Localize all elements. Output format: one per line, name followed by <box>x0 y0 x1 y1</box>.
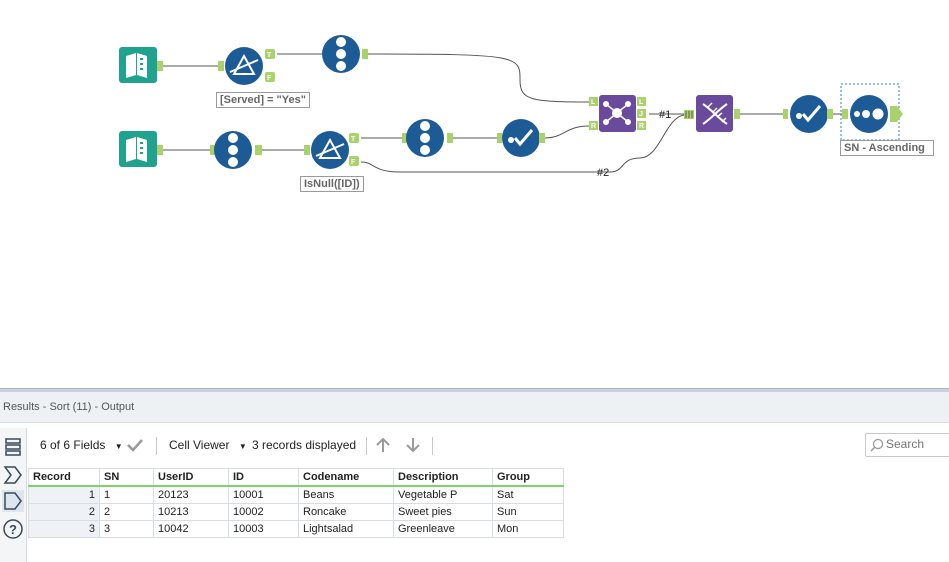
column-header-userid[interactable]: UserID <box>153 468 229 487</box>
anchor-false-2: F <box>351 159 356 166</box>
column-header-codename[interactable]: Codename <box>298 468 394 487</box>
select-tool-1[interactable] <box>497 119 545 157</box>
anchor-true-2: T <box>351 136 356 143</box>
results-header: Results - Sort (11) - Output <box>0 392 949 423</box>
toolbar-divider <box>366 437 367 455</box>
record-id-tool-3[interactable] <box>402 119 453 157</box>
panel-splitter[interactable] <box>0 388 949 392</box>
viewer-selector-label: Cell Viewer <box>169 438 230 452</box>
id-cell[interactable]: 10001 <box>228 485 299 504</box>
results-table: Record SN UserID ID Codename Description… <box>28 468 564 538</box>
output-anchor-icon[interactable] <box>2 490 24 512</box>
record-number-cell: 3 <box>28 520 100 538</box>
help-icon[interactable]: ? <box>2 518 24 540</box>
records-count: 3 records displayed <box>252 438 357 452</box>
sn-cell[interactable]: 2 <box>99 503 154 521</box>
results-panel: Results - Sort (11) - Output ? 6 of 6 Fi… <box>0 392 949 562</box>
anchor-join-out: J <box>639 111 643 118</box>
record-id-tool-1[interactable] <box>322 35 368 73</box>
column-header-group[interactable]: Group <box>492 468 564 487</box>
anchor-right-in: R <box>591 123 596 130</box>
codename-cell[interactable]: Roncake <box>298 503 394 521</box>
search-icon <box>870 438 884 452</box>
group-cell[interactable]: Sun <box>492 503 564 521</box>
viewer-selector[interactable]: Cell Viewer ▼ <box>169 430 247 460</box>
record-id-tool-2[interactable] <box>210 131 262 169</box>
userid-cell[interactable]: 10042 <box>153 520 229 538</box>
table-row[interactable]: 3 3 10042 10003 Lightsalad Greenleave Mo… <box>28 520 564 538</box>
join-tool[interactable] <box>589 95 646 132</box>
anchor-false-1: F <box>267 75 272 82</box>
description-cell[interactable]: Vegetable P <box>393 485 493 504</box>
table-header-row: Record SN UserID ID Codename Description… <box>28 468 564 487</box>
arrow-down-icon[interactable] <box>404 436 422 454</box>
column-header-sn[interactable]: SN <box>99 468 154 487</box>
results-title: Results - Sort (11) - Output <box>3 401 135 413</box>
group-cell[interactable]: Mon <box>492 520 564 538</box>
results-side-rail: ? <box>0 428 27 562</box>
anchor-right-out: R <box>639 123 644 130</box>
sn-cell[interactable]: 3 <box>99 520 154 538</box>
column-header-description[interactable]: Description <box>393 468 493 487</box>
fields-selector-label: 6 of 6 Fields <box>40 438 106 452</box>
sort-tool[interactable] <box>840 83 903 141</box>
fields-selector[interactable]: 6 of 6 Fields ▼ <box>40 430 123 460</box>
table-row[interactable]: 2 2 10213 10002 Roncake Sweet pies Sun <box>28 503 564 521</box>
input-anchor-icon[interactable] <box>2 464 24 486</box>
codename-cell[interactable]: Beans <box>298 485 394 504</box>
anchor-left-out: L <box>639 99 644 106</box>
toolbar-divider <box>156 437 157 455</box>
id-cell[interactable]: 10002 <box>228 503 299 521</box>
column-header-id[interactable]: ID <box>228 468 299 487</box>
workflow-connections: T F T F L R L J R #1 #2 <box>119 35 903 179</box>
codename-cell[interactable]: Lightsalad <box>298 520 394 538</box>
filter-tool-1[interactable] <box>218 47 275 85</box>
filter-tool-2[interactable] <box>304 131 359 169</box>
svg-text:?: ? <box>9 522 17 537</box>
connection-label-2: #2 <box>597 167 609 179</box>
id-cell[interactable]: 10003 <box>228 520 299 538</box>
description-cell[interactable]: Sweet pies <box>393 503 493 521</box>
search-box[interactable] <box>865 433 949 457</box>
description-cell[interactable]: Greenleave <box>393 520 493 538</box>
workflow-canvas[interactable]: T F T F L R L J R #1 #2 [Served] = "Yes"… <box>0 0 949 388</box>
layout-icon[interactable] <box>2 436 24 458</box>
sn-cell[interactable]: 1 <box>99 485 154 504</box>
input-data-tool-1[interactable] <box>119 47 163 83</box>
toolbar-divider <box>432 437 433 455</box>
filter-1-annotation: [Served] = "Yes" <box>216 92 310 108</box>
chevron-down-icon: ▼ <box>114 442 123 451</box>
search-input[interactable] <box>886 436 949 452</box>
userid-cell[interactable]: 20123 <box>153 485 229 504</box>
anchor-true-1: T <box>267 52 272 59</box>
arrow-up-icon[interactable] <box>374 436 392 454</box>
sort-annotation: SN - Ascending <box>840 140 934 156</box>
chevron-down-icon: ▼ <box>238 442 247 451</box>
record-number-cell: 2 <box>28 503 100 521</box>
group-cell[interactable]: Sat <box>492 485 564 504</box>
union-tool[interactable] <box>684 95 740 132</box>
apply-checkmark-icon[interactable] <box>126 437 144 453</box>
results-toolbar: 6 of 6 Fields ▼ Cell Viewer ▼ 3 records … <box>28 430 949 460</box>
table-row[interactable]: 1 1 20123 10001 Beans Vegetable P Sat <box>28 485 564 504</box>
column-header-record[interactable]: Record <box>28 468 100 487</box>
select-tool-2[interactable] <box>783 95 833 133</box>
connection-label-1: #1 <box>659 109 671 121</box>
record-number-cell: 1 <box>28 485 100 504</box>
filter-2-annotation: IsNull([ID]) <box>300 176 364 192</box>
userid-cell[interactable]: 10213 <box>153 503 229 521</box>
anchor-left-in: L <box>591 99 596 106</box>
input-data-tool-2[interactable] <box>119 131 163 167</box>
